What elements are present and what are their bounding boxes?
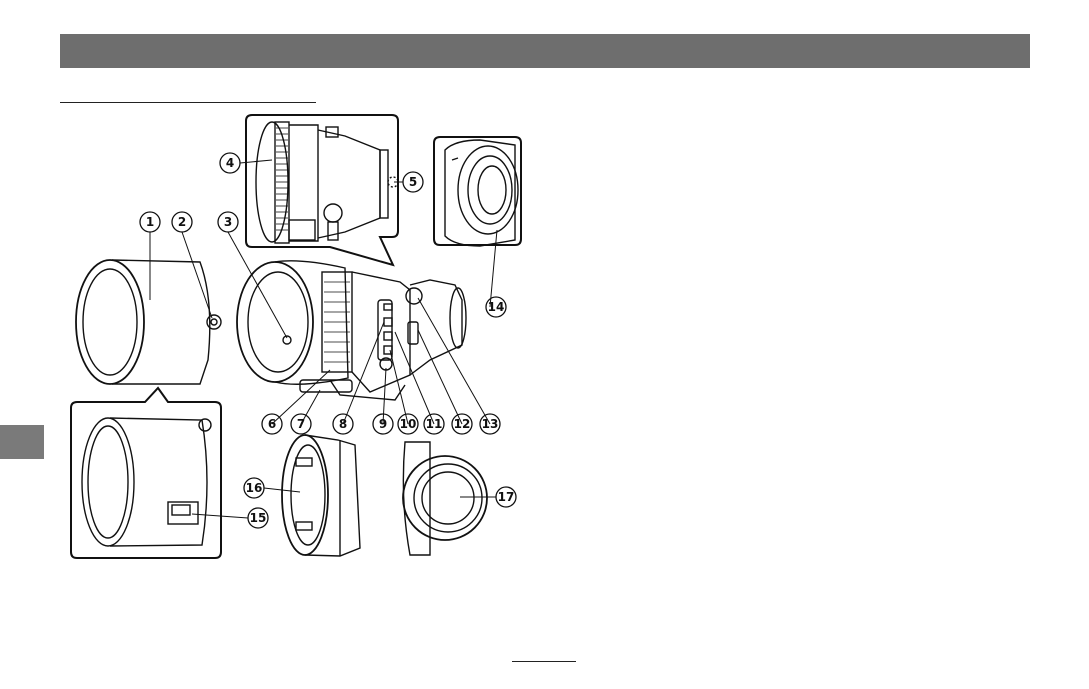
- callout-circles: [140, 153, 516, 528]
- callout-16: 16: [246, 481, 263, 495]
- callout-8: 8: [339, 417, 347, 431]
- callout-3: 3: [224, 215, 232, 229]
- callout-2: 2: [178, 215, 186, 229]
- callout-10: 10: [400, 417, 417, 431]
- callout-5: 5: [409, 175, 417, 189]
- lens-hood: [76, 260, 221, 384]
- callout-4: 4: [226, 156, 234, 170]
- inset-zoom-ring: [246, 115, 398, 265]
- callout-11: 11: [426, 417, 443, 431]
- callout-14: 14: [488, 300, 505, 314]
- callout-9: 9: [379, 417, 387, 431]
- callout-15: 15: [250, 511, 267, 525]
- callout-13: 13: [482, 417, 499, 431]
- main-lens-body: [237, 261, 466, 400]
- callout-1: 1: [146, 215, 154, 229]
- callout-6: 6: [268, 417, 276, 431]
- inset-hood-window: [71, 388, 221, 558]
- rear-lens-cap: [403, 442, 487, 555]
- inset-rear-mount: [434, 137, 521, 246]
- callout-12: 12: [454, 417, 471, 431]
- callout-17: 17: [498, 490, 515, 504]
- callout-7: 7: [297, 417, 305, 431]
- front-lens-cap: [282, 435, 360, 556]
